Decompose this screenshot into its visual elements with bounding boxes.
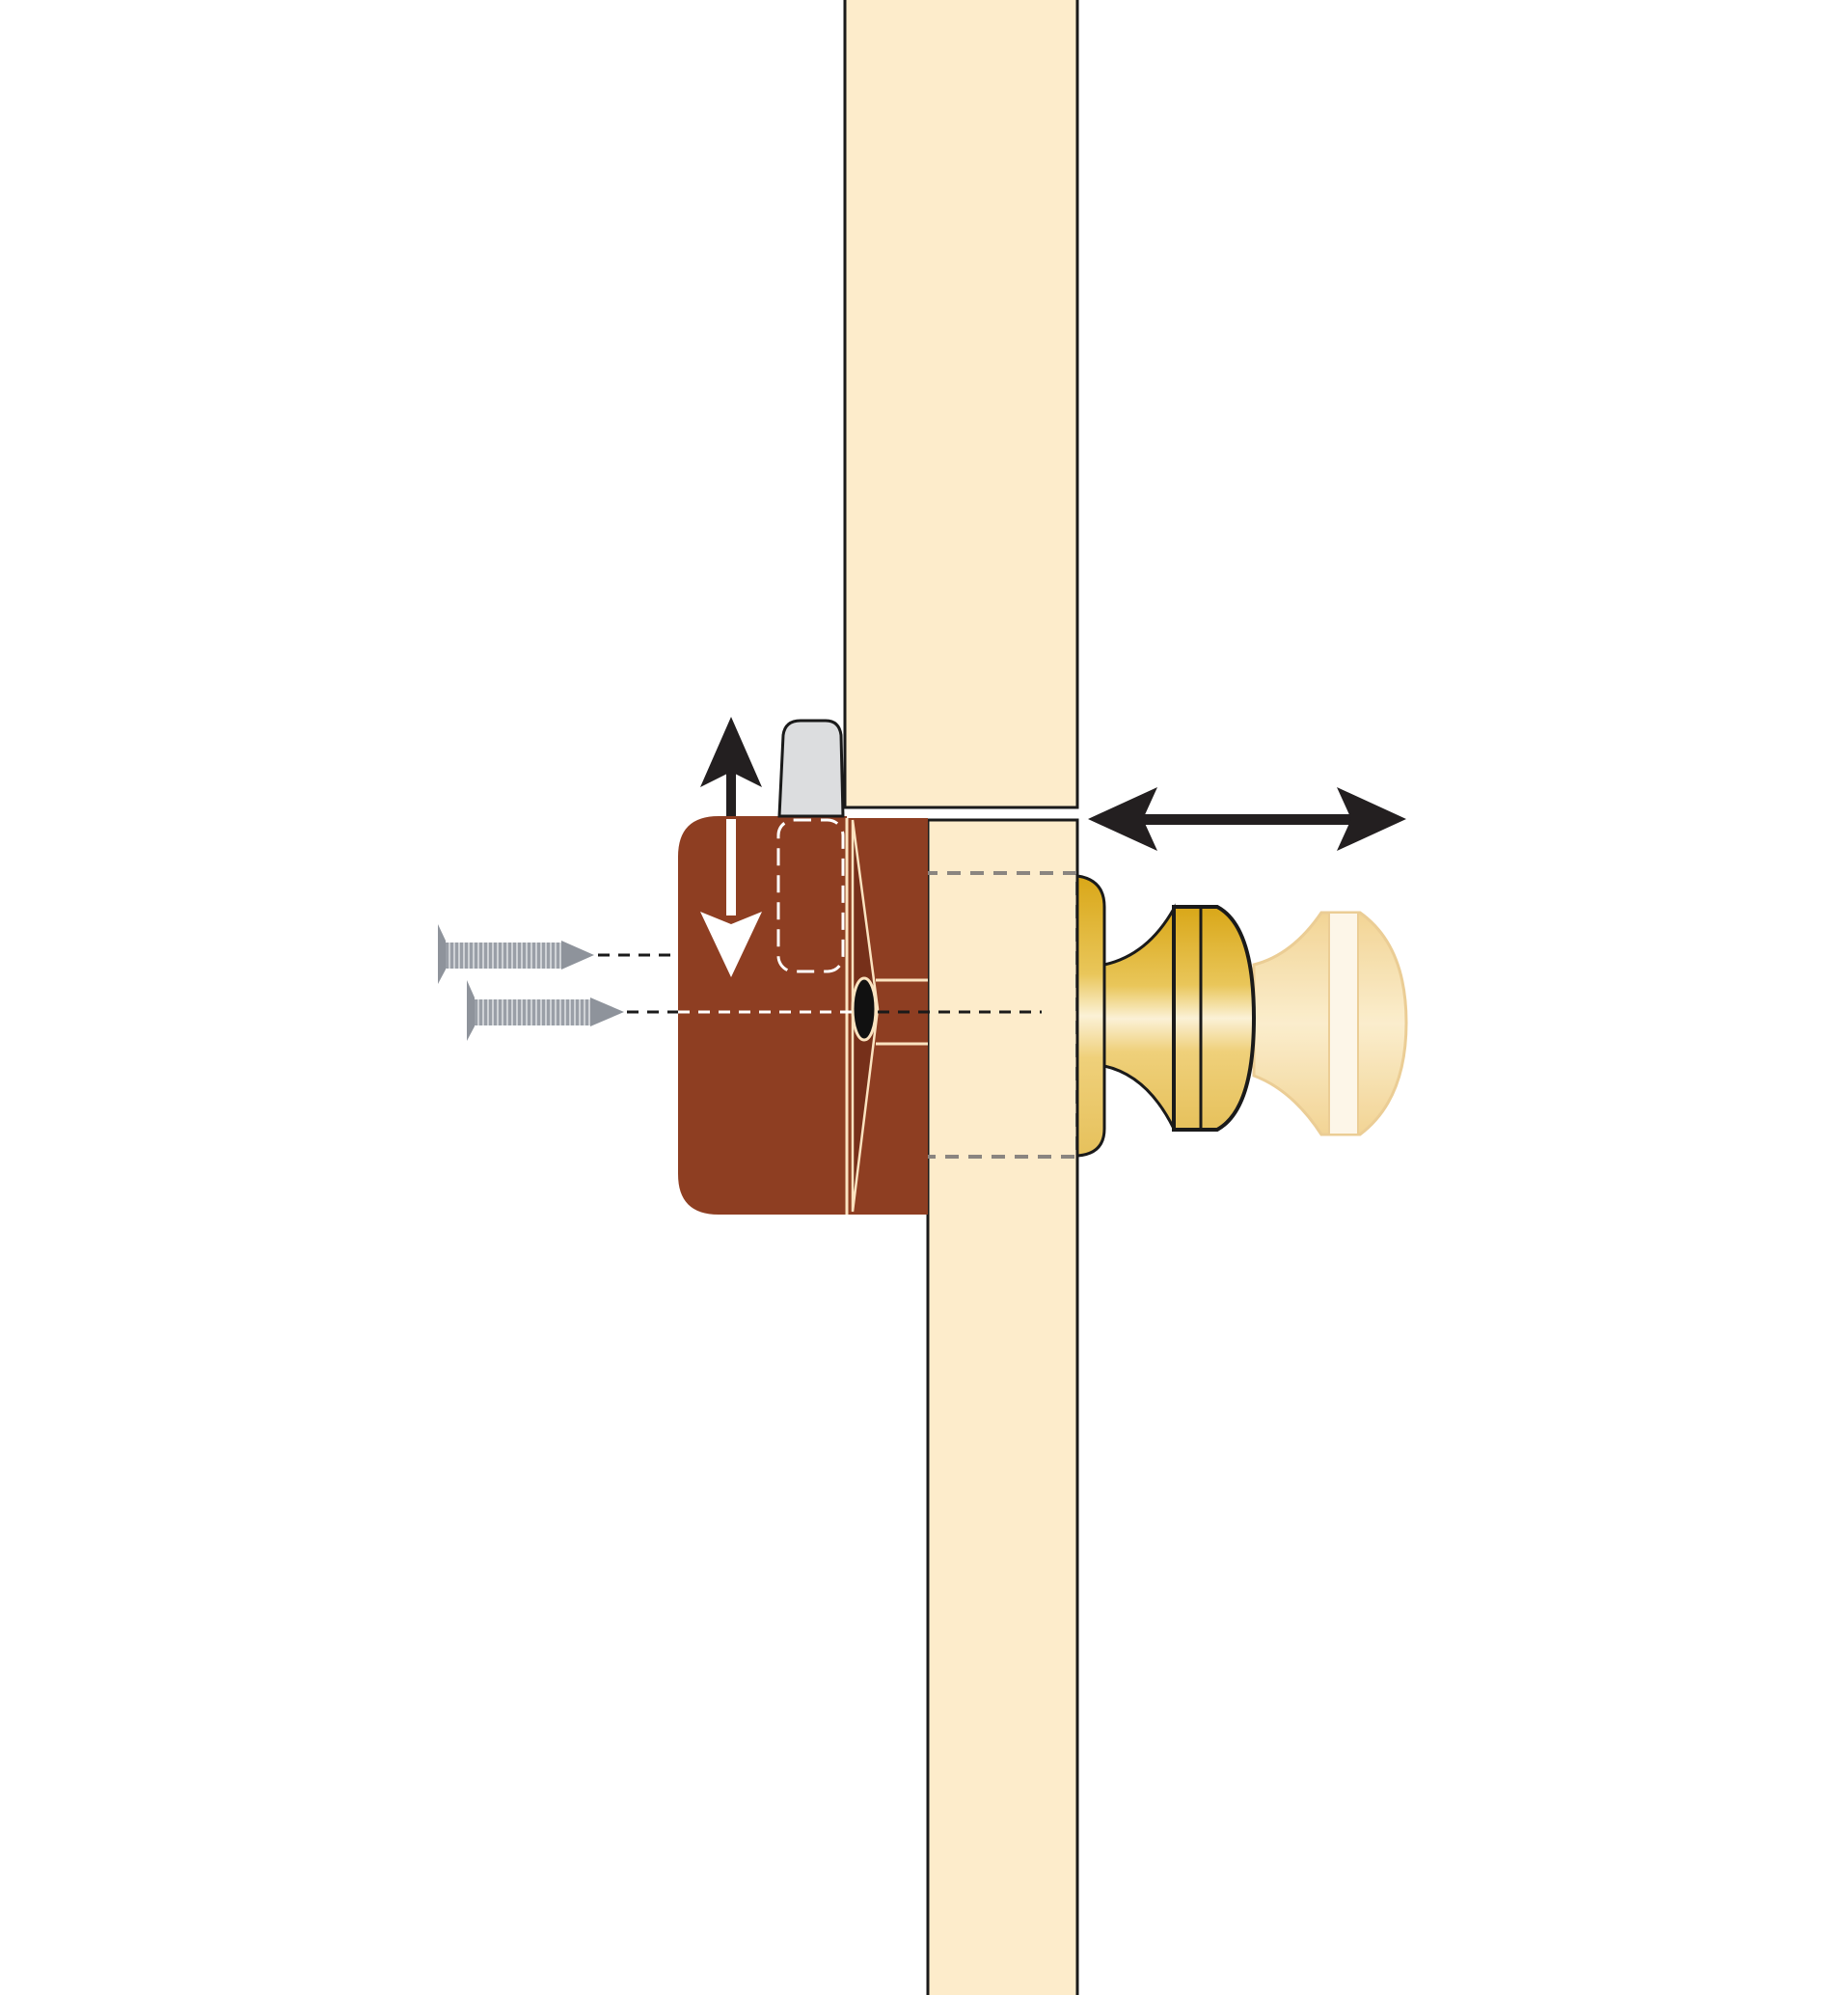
arrow-down-icon xyxy=(700,819,762,977)
screw-lower xyxy=(467,980,624,1041)
hidden-lever-outline xyxy=(776,818,845,973)
knob xyxy=(1075,874,1257,1158)
double-arrow-icon xyxy=(1088,787,1406,851)
release-lever xyxy=(777,719,845,818)
latch-body xyxy=(678,816,928,1215)
knob-rose xyxy=(1075,874,1106,1158)
screw-upper xyxy=(438,924,594,984)
upper-board xyxy=(843,0,1079,809)
knob-ghost xyxy=(1252,911,1408,1136)
screw-hole xyxy=(851,976,878,1042)
bore-hidden-outline xyxy=(922,871,1079,1159)
arrow-up-icon xyxy=(700,717,762,816)
lower-board xyxy=(926,818,1079,1995)
